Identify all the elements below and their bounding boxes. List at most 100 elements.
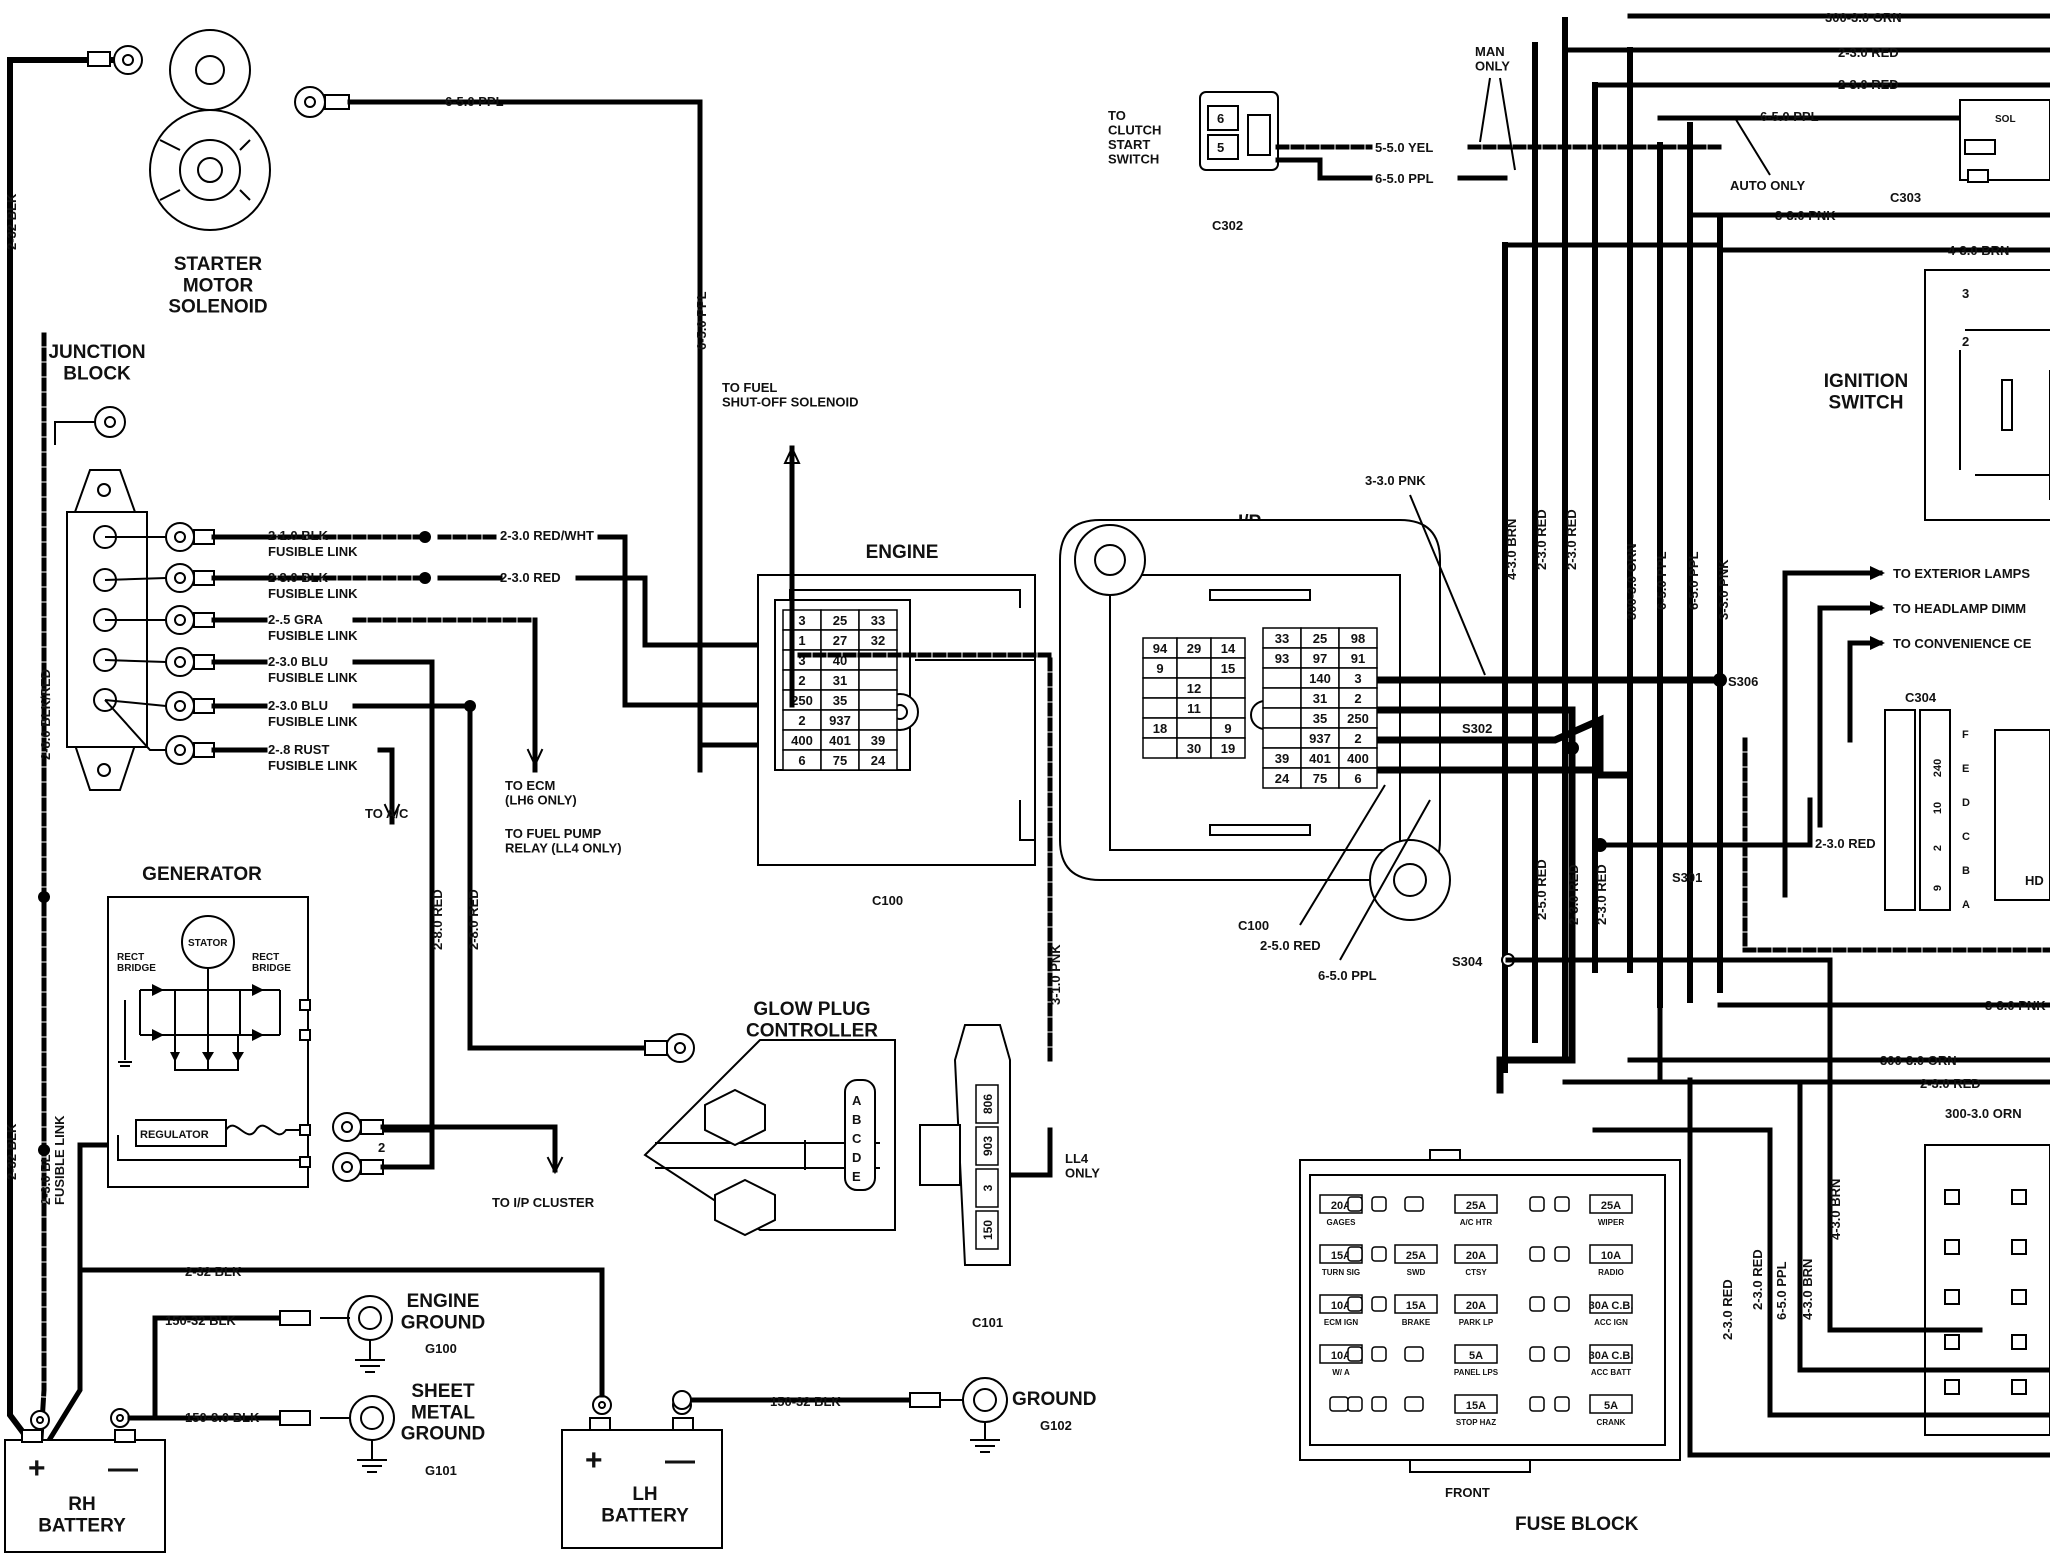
fuse-name: ECM IGN <box>1324 1318 1358 1327</box>
c101-pin: 903 <box>981 1136 995 1156</box>
fuse-name: A/C HTR <box>1460 1218 1493 1227</box>
c304-wire: 9 <box>1932 885 1944 891</box>
ring-terminal <box>87 45 143 75</box>
fuse-slot <box>1404 1396 1424 1412</box>
rh-minus: — <box>108 1452 138 1485</box>
splice-dot <box>38 1144 50 1156</box>
fuse <box>1589 1394 1633 1414</box>
fuse-slot <box>1347 1246 1363 1262</box>
fuse-amp: 15A <box>1406 1300 1426 1312</box>
trunk-ppl65-b: 6-5.0 PPL <box>1686 551 1701 610</box>
fuse-amp: 20A <box>1466 1250 1486 1262</box>
c101-pin: 150 <box>981 1220 995 1240</box>
g100-label: G100 <box>425 1341 457 1356</box>
wire-label-blu-fusible: 2-3.0 BLU FUSIBLE LINK <box>38 1115 67 1205</box>
c304-label: C304 <box>1905 690 1937 705</box>
ip-left-pin: 11 <box>1187 701 1201 716</box>
ip-left-pin: 94 <box>1153 641 1168 656</box>
engine-conn-pin: 31 <box>833 673 847 688</box>
c304-connector <box>1742 709 2050 953</box>
engine-ground <box>279 1295 393 1373</box>
ip-left-pin: 29 <box>1187 641 1201 656</box>
glow-pin: A <box>852 1093 862 1108</box>
top-orn300: 300-3.0 ORN <box>1825 10 1902 25</box>
bot-pnk33: 3-3.0 PNK <box>1985 998 2046 1013</box>
engine-conn-pin: 35 <box>833 693 847 708</box>
fuse-amp: 5A <box>1604 1400 1618 1412</box>
fuse-amp: 20A <box>1466 1300 1486 1312</box>
starter-motor-solenoid <box>149 29 271 231</box>
glow-pin: E <box>852 1169 861 1184</box>
trunk-red30-c: 2-3.0 RED <box>1566 864 1581 925</box>
top-wire-labels: 300-3.0 ORN 2-3.0 RED 2-3.0 RED 6-5.0 PP… <box>1760 10 2009 258</box>
fuse-name: W/ A <box>1332 1368 1350 1377</box>
label-generator: GENERATOR <box>142 864 262 885</box>
wire-label-blk150-32-b: 150-32 BLK <box>770 1394 841 1409</box>
ip-right-cell <box>1262 687 1302 709</box>
c101-cell <box>975 1084 999 1124</box>
wire-label-pnk33-ip: 3-3.0 PNK <box>1365 473 1426 488</box>
trunk-red30-a: 2-3.0 RED <box>1534 509 1549 570</box>
ip-right-pin: 33 <box>1275 631 1289 646</box>
fuse-amp: 25A <box>1601 1200 1621 1212</box>
fuse-name: ACC BATT <box>1591 1368 1631 1377</box>
engine-conn-cell <box>858 669 898 691</box>
fuse <box>1394 1244 1438 1264</box>
c101-pin: 3 <box>981 1184 995 1191</box>
ip-left-cell <box>1210 737 1246 759</box>
jb-wire-5: 2-3.0 BLU <box>268 698 328 713</box>
bot-orn300-b: 300-3.0 ORN <box>1945 1106 2022 1121</box>
trunk-labels: 4-3.0 BRN 2-3.0 RED 2-3.0 RED 300-3.0 OR… <box>1504 509 1731 925</box>
top-red30-b: 2-3.0 RED <box>1838 77 1899 92</box>
wire-label-ppl65-ip: 6-5.0 PPL <box>1318 968 1377 983</box>
ign-pin-3: 3 <box>1962 286 1969 301</box>
wire-label-red80-a: 2-8.0 RED <box>430 889 445 950</box>
fuse-amp: 20A <box>1331 1200 1351 1212</box>
fuse-name: RADIO <box>1598 1268 1624 1277</box>
bot-brn43-v2: 4-3.0 BRN <box>1828 1179 1843 1240</box>
fuse <box>1589 1294 1633 1314</box>
fuse-slot <box>1347 1346 1363 1362</box>
c302-pin-5: 5 <box>1217 140 1224 155</box>
wire-label-blk150-8: 150-8.0 BLK <box>185 1410 260 1425</box>
ip-right-pin: 97 <box>1313 651 1327 666</box>
fuse <box>1589 1244 1633 1264</box>
c101-cell <box>975 1210 999 1250</box>
top-wires <box>1502 13 2050 253</box>
fuse <box>1454 1344 1498 1364</box>
ip-right-pin: 3 <box>1354 671 1361 686</box>
c304-wire: 10 <box>1932 802 1944 814</box>
fusible-link-6 <box>165 735 401 823</box>
engine-conn-pin: 2 <box>798 713 805 728</box>
fuse <box>1454 1194 1498 1214</box>
junction-block <box>54 406 148 791</box>
fusible-link-4 <box>165 647 435 1133</box>
jb-fusible-3: FUSIBLE LINK <box>268 628 358 643</box>
c302-connector <box>1199 91 1279 171</box>
label-ground: GROUND <box>1012 1389 1096 1410</box>
c304-wire: 2 <box>1932 845 1944 851</box>
c304-pin: F <box>1962 729 1969 741</box>
engine-conn-cell <box>858 689 898 711</box>
engine-conn-pin: 25 <box>833 613 847 628</box>
fuse-amp: 25A <box>1466 1200 1486 1212</box>
jb-wire-3: 2-.5 GRA <box>268 612 324 627</box>
bot-orn300: 300-3.0 ORN <box>1880 1053 1957 1068</box>
fuse-amp: 15A <box>1466 1400 1486 1412</box>
fusible-link-2 <box>165 563 783 648</box>
ip-left-pin: 9 <box>1224 721 1231 736</box>
fuse-slot <box>1554 1396 1570 1412</box>
lh-plus: + <box>585 1444 603 1477</box>
fusible-link-1 <box>165 522 783 708</box>
ip-left-pin: 15 <box>1221 661 1235 676</box>
ip-right-cell <box>1262 667 1302 689</box>
ip-right-pin: 2 <box>1354 691 1361 706</box>
ip-right-pin: 98 <box>1351 631 1365 646</box>
ip-right-pin: 75 <box>1313 771 1327 786</box>
